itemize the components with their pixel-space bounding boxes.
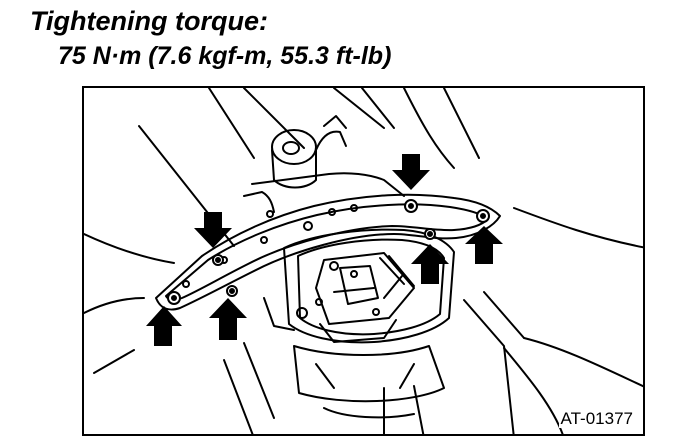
bold-arrow-icon — [465, 226, 503, 264]
cylinder-body — [271, 149, 317, 189]
cylinder-bracket — [323, 115, 347, 129]
bold-arrow-icon — [146, 306, 182, 346]
cylinder-top — [271, 129, 317, 165]
valve-body — [388, 255, 415, 287]
figure-code: AT-01377 — [558, 409, 635, 428]
background-line — [403, 88, 455, 169]
valve-body — [263, 297, 295, 331]
oil-pan-inner — [297, 238, 445, 336]
background-line — [523, 337, 643, 388]
bold-arrow-icon — [411, 244, 449, 284]
valve-hole — [315, 298, 323, 306]
flange-hole — [303, 221, 313, 231]
valve-hole — [372, 308, 380, 316]
bolt-head-icon — [424, 228, 436, 240]
flange-hole — [182, 280, 190, 288]
cylinder-bracket — [315, 130, 347, 151]
valve-hole — [350, 270, 358, 278]
bold-arrow-icon — [194, 212, 232, 248]
bolt-head-icon — [226, 285, 238, 297]
cross-member — [243, 191, 275, 213]
valve-body — [319, 319, 397, 343]
heading-title: Tightening torque: — [30, 6, 268, 36]
background-line — [443, 88, 480, 159]
background-line — [208, 88, 255, 159]
cylinder-inner — [282, 141, 300, 155]
oil-pan — [283, 228, 455, 344]
transmission-drawing — [84, 88, 643, 434]
flange-hole — [260, 236, 268, 244]
background-line — [333, 88, 385, 129]
background-line — [513, 207, 643, 249]
lower-housing — [413, 385, 425, 434]
flange-inner — [165, 203, 489, 301]
lower-housing — [483, 291, 525, 339]
bolt-head-icon — [404, 199, 418, 213]
valve-body — [383, 275, 403, 299]
flange-outline — [155, 193, 501, 311]
technical-illustration: AT-01377 — [82, 86, 645, 436]
lower-housing — [223, 359, 254, 434]
bolt-head-icon — [167, 291, 181, 305]
lower-housing — [323, 407, 415, 419]
bolt-head-icon — [476, 209, 490, 223]
lower-housing — [315, 363, 335, 389]
background-line — [503, 347, 564, 434]
background-line — [93, 349, 135, 374]
valve-hole — [296, 307, 308, 319]
valve-hole — [329, 261, 339, 271]
background-line — [84, 297, 145, 314]
bold-arrow-icon — [392, 154, 430, 190]
valve-body — [339, 265, 379, 305]
bold-arrow-icon — [209, 298, 247, 340]
cross-member — [251, 172, 405, 197]
background-line — [361, 88, 395, 129]
lower-housing — [243, 342, 275, 419]
lower-housing — [463, 299, 515, 434]
lower-housing — [293, 345, 445, 403]
valve-body — [333, 287, 375, 293]
background-line — [243, 88, 305, 149]
flange-hole — [350, 204, 358, 212]
torque-spec: 75 N·m (7.6 kgf-m, 55.3 ft-lb) — [58, 42, 392, 70]
bolt-head-icon — [212, 254, 224, 266]
valve-body — [315, 252, 415, 325]
flange-hole — [266, 210, 274, 218]
flange-hole — [328, 208, 336, 216]
background-line — [84, 233, 175, 264]
lower-housing — [399, 363, 415, 389]
